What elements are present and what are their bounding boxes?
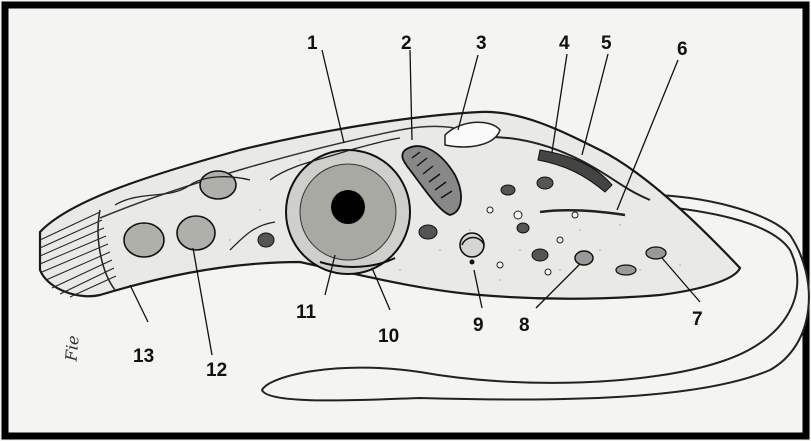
label-13: 13: [133, 346, 154, 367]
label-11: 11: [296, 302, 317, 323]
label-6: 6: [677, 39, 688, 60]
label-7: 7: [692, 309, 703, 330]
nucleolus: [331, 190, 365, 224]
reservosome-2: [616, 265, 636, 275]
label-12: 12: [206, 360, 227, 381]
label-4: 4: [559, 33, 570, 54]
label-1: 1: [307, 33, 318, 54]
label-8: 8: [519, 315, 530, 336]
artist-signature: Fie: [61, 335, 82, 363]
label-9: 9: [473, 315, 484, 336]
label-2: 2: [401, 33, 412, 54]
glycosome: [575, 251, 593, 265]
label-3: 3: [476, 33, 487, 54]
reservosome: [646, 247, 666, 259]
label-5: 5: [601, 33, 612, 54]
label-10: 10: [378, 326, 399, 347]
